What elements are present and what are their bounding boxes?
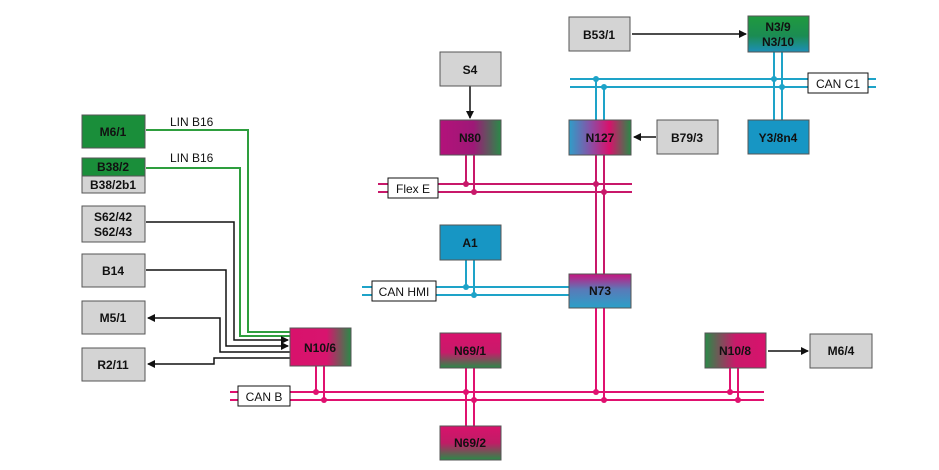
can-b-bus <box>230 366 764 426</box>
node-b38-2: B38/2 <box>81 157 146 177</box>
node-b14: B14 <box>81 253 146 288</box>
svg-text:N127: N127 <box>586 131 615 145</box>
node-n10-6: N10/6 <box>289 327 352 367</box>
svg-text:N10/6: N10/6 <box>304 341 336 355</box>
node-n69-2: N69/2 <box>439 425 502 461</box>
svg-text:A1: A1 <box>462 236 478 250</box>
node-s4: S4 <box>439 51 502 87</box>
svg-text:M6/1: M6/1 <box>100 125 127 139</box>
lin-b16-label-2: LIN B16 <box>170 151 214 165</box>
svg-text:N3/10: N3/10 <box>762 35 794 49</box>
node-n10-8: N10/8 <box>704 332 767 369</box>
node-b38-2b1: B38/2b1 <box>81 175 146 194</box>
svg-text:Y3/8n4: Y3/8n4 <box>759 131 798 145</box>
can-b-label: CAN B <box>237 385 291 407</box>
svg-text:CAN C1: CAN C1 <box>816 77 860 91</box>
node-b53-1: B53/1 <box>568 16 631 52</box>
node-y3-8n4: Y3/8n4 <box>747 119 810 155</box>
n10-6-signal-wires <box>146 221 290 368</box>
svg-text:N69/1: N69/1 <box>454 344 486 358</box>
lin-wires <box>146 129 290 337</box>
node-s62-42: S62/42 S62/43 <box>81 205 146 243</box>
node-n3-9: N3/9 N3/10 <box>747 15 810 53</box>
svg-text:B79/3: B79/3 <box>671 131 703 145</box>
node-m6-1: M6/1 <box>81 114 146 149</box>
node-n73: N73 <box>568 273 632 309</box>
svg-text:B38/2: B38/2 <box>97 160 129 174</box>
lin-b16-label-1: LIN B16 <box>170 115 214 129</box>
svg-text:Flex E: Flex E <box>396 182 430 196</box>
svg-text:N73: N73 <box>589 284 611 298</box>
svg-text:S62/43: S62/43 <box>94 225 132 239</box>
node-b79-3: B79/3 <box>656 119 719 155</box>
svg-text:N69/2: N69/2 <box>454 436 486 450</box>
node-m5-1: M5/1 <box>81 300 146 335</box>
node-r2-11: R2/11 <box>81 347 146 382</box>
svg-text:S62/42: S62/42 <box>94 210 132 224</box>
n73-can-b-link <box>595 308 605 400</box>
svg-text:M5/1: M5/1 <box>100 311 127 325</box>
svg-text:S4: S4 <box>463 63 478 77</box>
svg-text:B53/1: B53/1 <box>583 28 615 42</box>
node-m6-4: M6/4 <box>809 333 873 369</box>
svg-text:N10/8: N10/8 <box>719 344 751 358</box>
svg-text:N3/9: N3/9 <box>765 20 791 34</box>
svg-text:CAN B: CAN B <box>246 390 283 404</box>
svg-text:M6/4: M6/4 <box>828 344 855 358</box>
node-n80: N80 <box>439 119 502 156</box>
svg-text:R2/11: R2/11 <box>97 358 129 372</box>
flex-e-label: Flex E <box>387 177 439 199</box>
can-c1-label: CAN C1 <box>807 72 869 94</box>
node-n69-1: N69/1 <box>439 332 502 369</box>
node-a1: A1 <box>439 224 502 261</box>
svg-text:B14: B14 <box>102 264 124 278</box>
svg-text:B38/2b1: B38/2b1 <box>90 178 136 192</box>
svg-text:CAN HMI: CAN HMI <box>379 285 430 299</box>
node-n127: N127 <box>568 119 632 156</box>
can-hmi-label: CAN HMI <box>371 280 437 302</box>
svg-text:N80: N80 <box>459 131 481 145</box>
n127-n73-link <box>593 155 607 274</box>
